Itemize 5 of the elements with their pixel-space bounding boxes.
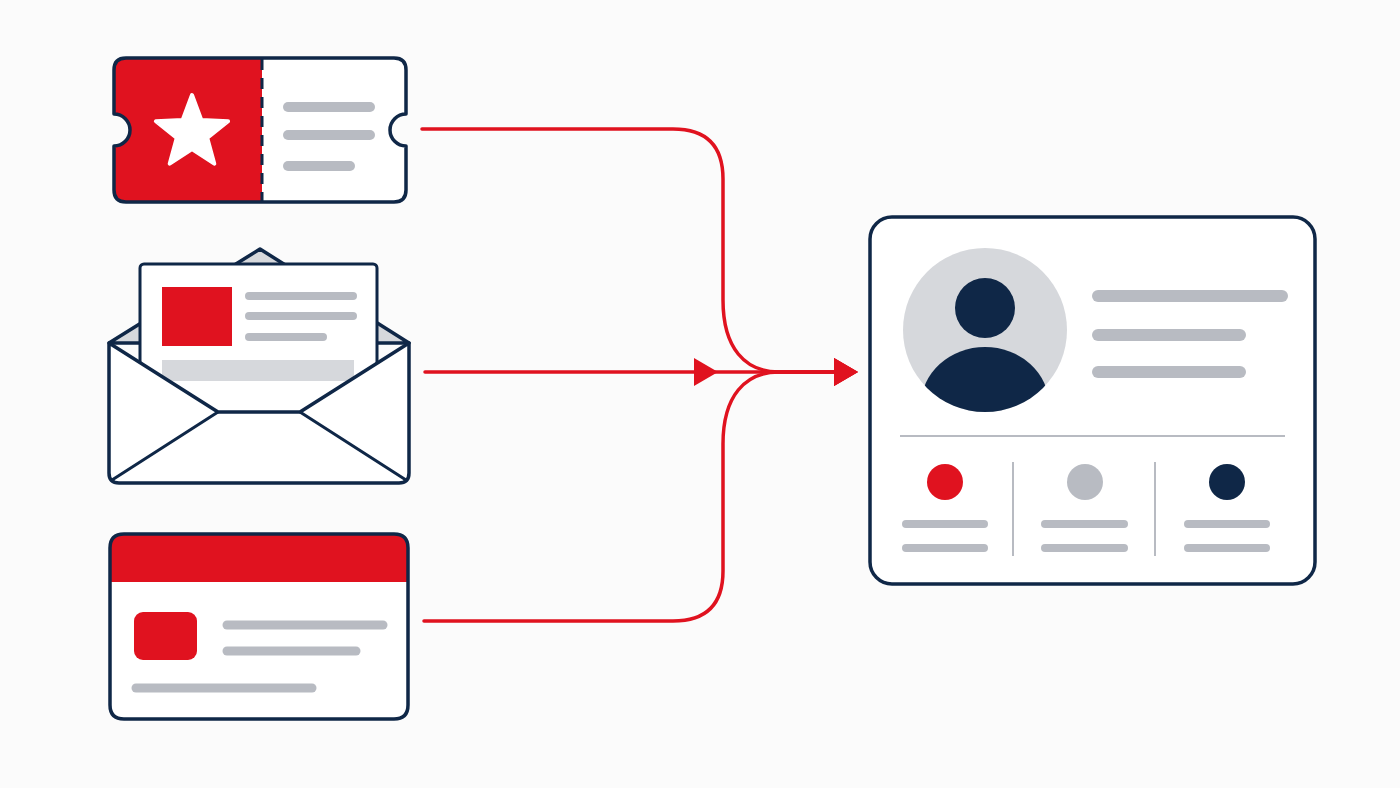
ticket-illustration — [112, 56, 408, 204]
open-envelope-illustration — [107, 247, 411, 485]
card-illustration — [108, 532, 410, 721]
profile-card-illustration — [868, 215, 1317, 586]
arrow — [422, 358, 858, 623]
